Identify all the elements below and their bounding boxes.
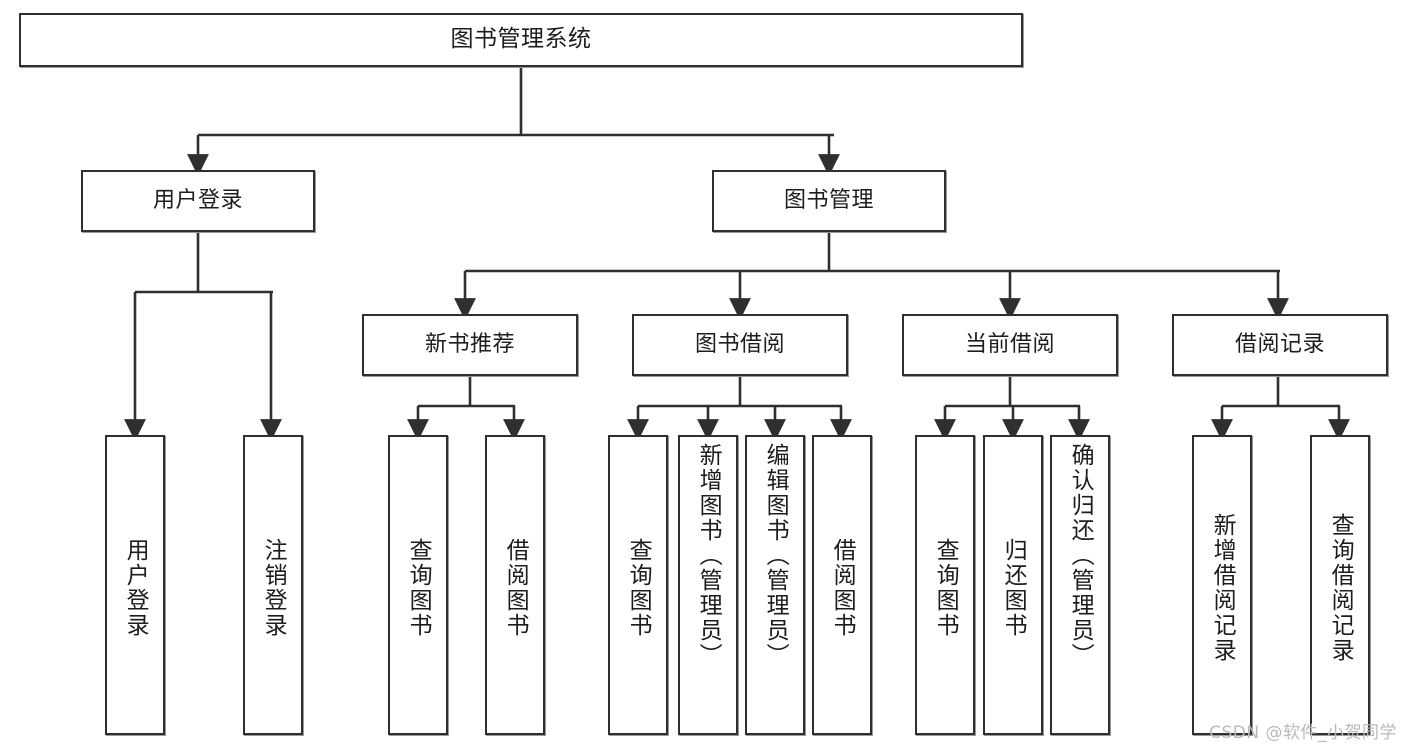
leaf-confirm-return-admin[interactable]: 确认归还（管理员） [1050, 435, 1110, 735]
leaf-edit-book-admin-label: 编辑图书（管理员） [762, 443, 789, 668]
leaf-add-borrow-record[interactable]: 新增借阅记录 [1192, 435, 1252, 735]
leaf-query-books-current[interactable]: 查询图书 [915, 435, 975, 735]
leaf-query-books-borrow-label: 查询图书 [625, 538, 652, 638]
leaf-return-books-label: 归还图书 [1000, 538, 1027, 638]
leaf-add-book-admin[interactable]: 新增图书（管理员） [678, 435, 738, 735]
leaf-edit-book-admin[interactable]: 编辑图书（管理员） [745, 435, 805, 735]
node-borrow-records[interactable]: 借阅记录 [1172, 314, 1388, 376]
leaf-confirm-return-admin-label: 确认归还（管理员） [1067, 443, 1094, 668]
leaf-return-books[interactable]: 归还图书 [983, 435, 1043, 735]
leaf-add-book-admin-label: 新增图书（管理员） [695, 443, 722, 668]
node-book-borrow[interactable]: 图书借阅 [632, 314, 848, 376]
node-new-book-recommend-label: 新书推荐 [424, 332, 515, 358]
leaf-add-borrow-record-label: 新增借阅记录 [1209, 513, 1236, 663]
leaf-borrow-books-label: 借阅图书 [829, 538, 856, 638]
node-user-login-label: 用户登录 [152, 188, 243, 214]
node-borrow-records-label: 借阅记录 [1234, 332, 1325, 358]
node-current-borrow-label: 当前借阅 [964, 332, 1055, 358]
leaf-query-borrow-record[interactable]: 查询借阅记录 [1310, 435, 1370, 735]
leaf-user-login-label: 用户登录 [122, 538, 149, 638]
leaf-logout-label: 注销登录 [260, 538, 287, 638]
node-current-borrow[interactable]: 当前借阅 [902, 314, 1118, 376]
node-new-book-recommend[interactable]: 新书推荐 [362, 314, 578, 376]
leaf-user-login[interactable]: 用户登录 [105, 435, 165, 735]
leaf-query-books-current-label: 查询图书 [932, 538, 959, 638]
leaf-query-books-recommend-label: 查询图书 [405, 538, 432, 638]
leaf-borrow-books-recommend-label: 借阅图书 [502, 538, 529, 638]
leaf-query-books-recommend[interactable]: 查询图书 [388, 435, 448, 735]
node-book-management-label: 图书管理 [783, 188, 874, 214]
leaf-query-books-borrow[interactable]: 查询图书 [608, 435, 668, 735]
leaf-query-borrow-record-label: 查询借阅记录 [1327, 513, 1354, 663]
leaf-borrow-books-recommend[interactable]: 借阅图书 [485, 435, 545, 735]
node-book-management[interactable]: 图书管理 [712, 170, 946, 232]
node-root[interactable]: 图书管理系统 [19, 13, 1023, 67]
node-book-borrow-label: 图书借阅 [694, 332, 785, 358]
leaf-logout[interactable]: 注销登录 [243, 435, 303, 735]
node-root-label: 图书管理系统 [450, 26, 592, 53]
leaf-borrow-books[interactable]: 借阅图书 [812, 435, 872, 735]
node-user-login[interactable]: 用户登录 [81, 170, 315, 232]
watermark-text: CSDN @软件_小贺同学 [1209, 723, 1397, 743]
